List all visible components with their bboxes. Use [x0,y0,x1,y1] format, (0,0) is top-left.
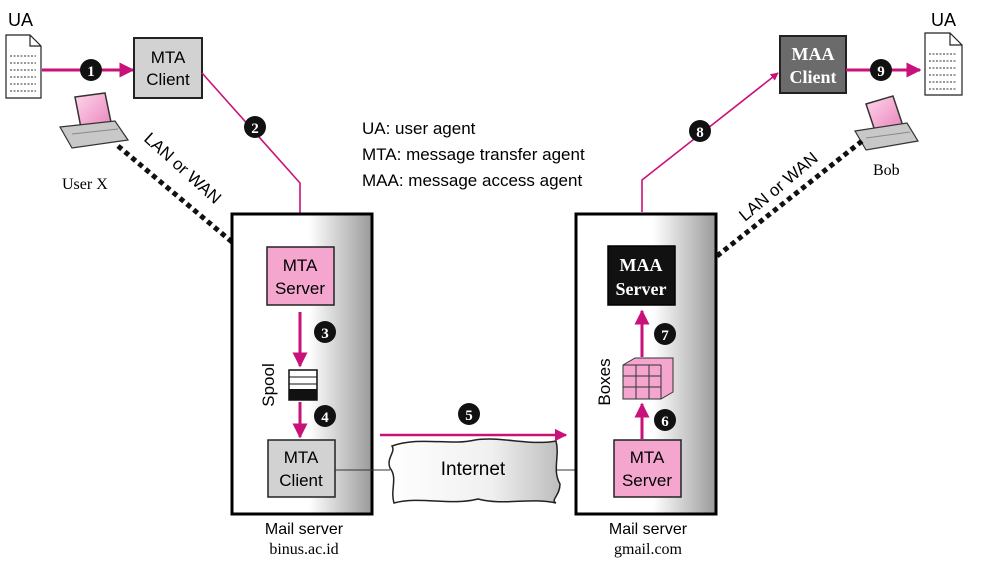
bob-label: Bob [873,162,900,179]
sender-mta-client-line1: MTA [151,48,186,67]
step-number-3: 3 [321,326,329,342]
left-mta-server-box [266,246,335,306]
step-badge-5: 5 [458,403,480,425]
maa-client-box [779,35,847,94]
internet-label: Internet [441,459,506,480]
sender-ua-document-icon [5,34,42,99]
left-mta-server-line1: MTA [283,256,318,275]
maa-server-line1: MAA [620,255,663,275]
user-x-label: User X [62,176,108,193]
right-mta-server-line2: Server [622,471,672,490]
step-badge-6: 6 [654,409,676,431]
step-number-2: 2 [251,121,259,137]
internet-cloud [388,438,561,504]
receiver-lan-label: LAN or WAN [735,148,821,225]
left-server-domain: binus.ac.id [269,541,338,558]
right-mta-server-line1: MTA [630,448,665,467]
spool-label: Spool [259,363,278,406]
step-badge-3: 3 [314,321,336,343]
step-badge-1: 1 [80,59,102,81]
step-number-8: 8 [696,125,704,141]
step-badge-7: 7 [654,323,676,345]
spool-queue-icon [288,369,318,401]
legend-ua: UA: user agent [362,119,476,138]
step-number-5: 5 [465,408,473,424]
left-mta-client-line1: MTA [284,448,319,467]
step8-arrow [641,72,779,212]
bob-laptop-icon [854,95,919,151]
maa-server-box [607,245,676,306]
step-badge-8: 8 [689,120,711,142]
receiver-ua-label: UA [931,10,956,30]
left-server-caption: Mail server [265,521,344,538]
step-number-7: 7 [661,328,669,344]
sender-mta-client-box [133,37,203,99]
right-server-domain: gmail.com [614,541,683,558]
sender-mta-client-line2: Client [146,70,190,89]
receiver-lan-link [715,139,864,258]
step-number-1: 1 [87,64,95,80]
user-x-laptop-icon [59,92,130,149]
maa-server-line2: Server [616,279,667,299]
right-mta-server-box [613,439,682,498]
maa-client-line2: Client [790,67,837,87]
left-mta-server-line2: Server [275,279,325,298]
boxes-label: Boxes [595,358,614,405]
left-mta-client-line2: Client [279,471,323,490]
legend-maa: MAA: message access agent [362,171,582,190]
sender-lan-label: LAN or WAN [140,129,225,208]
step-badge-9: 9 [870,59,892,81]
legend-mta: MTA: message transfer agent [362,145,585,164]
mailboxes-icon [622,357,674,400]
step-number-9: 9 [877,64,885,80]
maa-client-line1: MAA [792,44,835,64]
step-number-4: 4 [321,410,329,426]
receiver-ua-document-icon [924,32,963,96]
step-badge-4: 4 [314,405,336,427]
step-number-6: 6 [661,414,669,430]
right-server-caption: Mail server [609,521,688,538]
sender-ua-label: UA [8,10,33,30]
step-badge-2: 2 [244,116,266,138]
left-mta-client-box [267,439,336,498]
sender-lan-link [116,144,234,244]
